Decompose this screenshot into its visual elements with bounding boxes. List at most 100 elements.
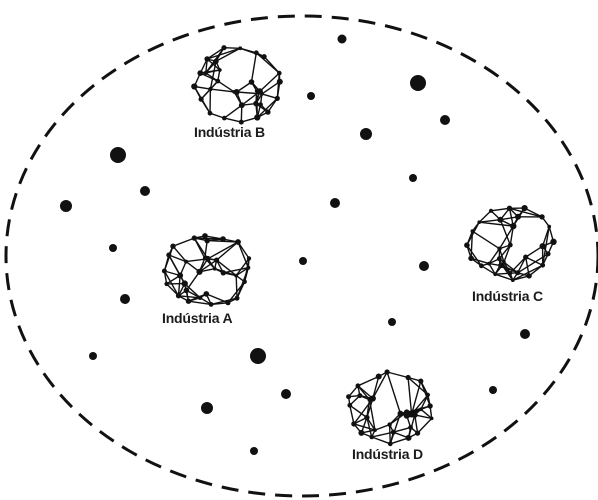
network-node bbox=[479, 263, 484, 268]
network-node bbox=[234, 89, 240, 95]
network-node bbox=[464, 242, 470, 248]
firm-dot bbox=[89, 352, 97, 360]
network-link bbox=[467, 245, 482, 266]
network-node bbox=[205, 256, 211, 262]
network-node bbox=[226, 300, 231, 305]
firm-dot bbox=[250, 447, 258, 455]
network-node bbox=[510, 223, 516, 229]
network-link bbox=[217, 242, 238, 260]
network-node bbox=[191, 83, 197, 89]
network-node bbox=[208, 87, 212, 91]
network-node bbox=[418, 379, 423, 384]
network-link bbox=[208, 242, 238, 259]
firm-dot bbox=[338, 35, 347, 44]
network-node bbox=[164, 282, 168, 286]
region-boundary bbox=[6, 16, 598, 496]
network-node bbox=[170, 244, 175, 249]
network-link bbox=[387, 372, 408, 378]
network-node bbox=[221, 270, 226, 275]
network-node bbox=[511, 278, 515, 282]
network-node bbox=[526, 273, 531, 278]
network-node bbox=[427, 403, 432, 408]
network-node bbox=[249, 79, 255, 85]
network-node bbox=[275, 96, 280, 101]
firm-dot bbox=[409, 174, 417, 182]
network-node bbox=[192, 235, 197, 240]
network-node bbox=[235, 239, 241, 245]
network-node bbox=[546, 251, 551, 256]
network-node bbox=[262, 54, 267, 59]
industry-d-label: Indústria D bbox=[352, 446, 423, 462]
network-node bbox=[277, 79, 283, 85]
network-node bbox=[415, 431, 420, 436]
network-node bbox=[497, 217, 503, 223]
network-node bbox=[197, 70, 203, 76]
network-node bbox=[198, 296, 202, 300]
firm-dot bbox=[60, 200, 72, 212]
firm-dot bbox=[410, 75, 426, 91]
network-node bbox=[498, 264, 502, 268]
industry-a-label: Indústria A bbox=[162, 310, 232, 326]
network-link bbox=[224, 118, 241, 122]
network-node bbox=[468, 255, 474, 261]
network-node bbox=[356, 383, 361, 388]
network-node bbox=[182, 280, 188, 286]
firm-dot bbox=[307, 92, 315, 100]
firm-dot bbox=[330, 198, 340, 208]
network-node bbox=[166, 253, 171, 258]
firm-dot bbox=[419, 261, 429, 271]
network-node bbox=[238, 46, 242, 50]
network-node bbox=[477, 220, 481, 224]
firm-dot bbox=[120, 294, 130, 304]
network-node bbox=[419, 407, 423, 411]
network-node bbox=[214, 258, 219, 263]
network-node bbox=[246, 266, 250, 270]
industry-b-label: Indústria B bbox=[194, 124, 265, 140]
industry-c-network bbox=[464, 205, 557, 282]
network-node bbox=[209, 302, 214, 307]
network-node bbox=[254, 114, 260, 120]
network-node bbox=[177, 273, 183, 279]
network-link bbox=[387, 372, 400, 414]
network-node bbox=[258, 102, 263, 107]
industry-b-network bbox=[191, 45, 283, 125]
firm-dot bbox=[201, 402, 213, 414]
network-node bbox=[186, 299, 191, 304]
network-node bbox=[277, 71, 282, 76]
network-link bbox=[164, 246, 173, 271]
network-node bbox=[184, 260, 188, 264]
network-node bbox=[493, 272, 497, 276]
network-link bbox=[252, 53, 257, 82]
network-node bbox=[426, 393, 430, 397]
network-node bbox=[196, 269, 202, 275]
network-node bbox=[515, 214, 521, 220]
network-node bbox=[550, 239, 556, 245]
network-node bbox=[385, 369, 390, 374]
network-node bbox=[522, 205, 528, 211]
network-node bbox=[221, 45, 226, 50]
network-node bbox=[364, 415, 369, 420]
firm-dot bbox=[140, 186, 150, 196]
network-node bbox=[222, 116, 227, 121]
network-node bbox=[265, 109, 270, 114]
firm-dot bbox=[360, 128, 372, 140]
network-node bbox=[471, 229, 475, 233]
firm-dot bbox=[250, 348, 266, 364]
network-node bbox=[358, 430, 364, 436]
network-link bbox=[240, 48, 264, 56]
network-node bbox=[162, 269, 167, 274]
network-link bbox=[224, 105, 242, 118]
network-node bbox=[213, 267, 217, 271]
industry-networks bbox=[162, 45, 557, 446]
network-node bbox=[242, 280, 247, 285]
network-node bbox=[369, 435, 374, 440]
network-node bbox=[204, 291, 210, 297]
network-node bbox=[204, 71, 208, 75]
network-node bbox=[376, 374, 382, 380]
network-link bbox=[173, 238, 194, 246]
network-node bbox=[430, 417, 434, 421]
network-link bbox=[372, 437, 391, 444]
firm-dot bbox=[440, 115, 450, 125]
industry-a-network bbox=[162, 233, 251, 307]
